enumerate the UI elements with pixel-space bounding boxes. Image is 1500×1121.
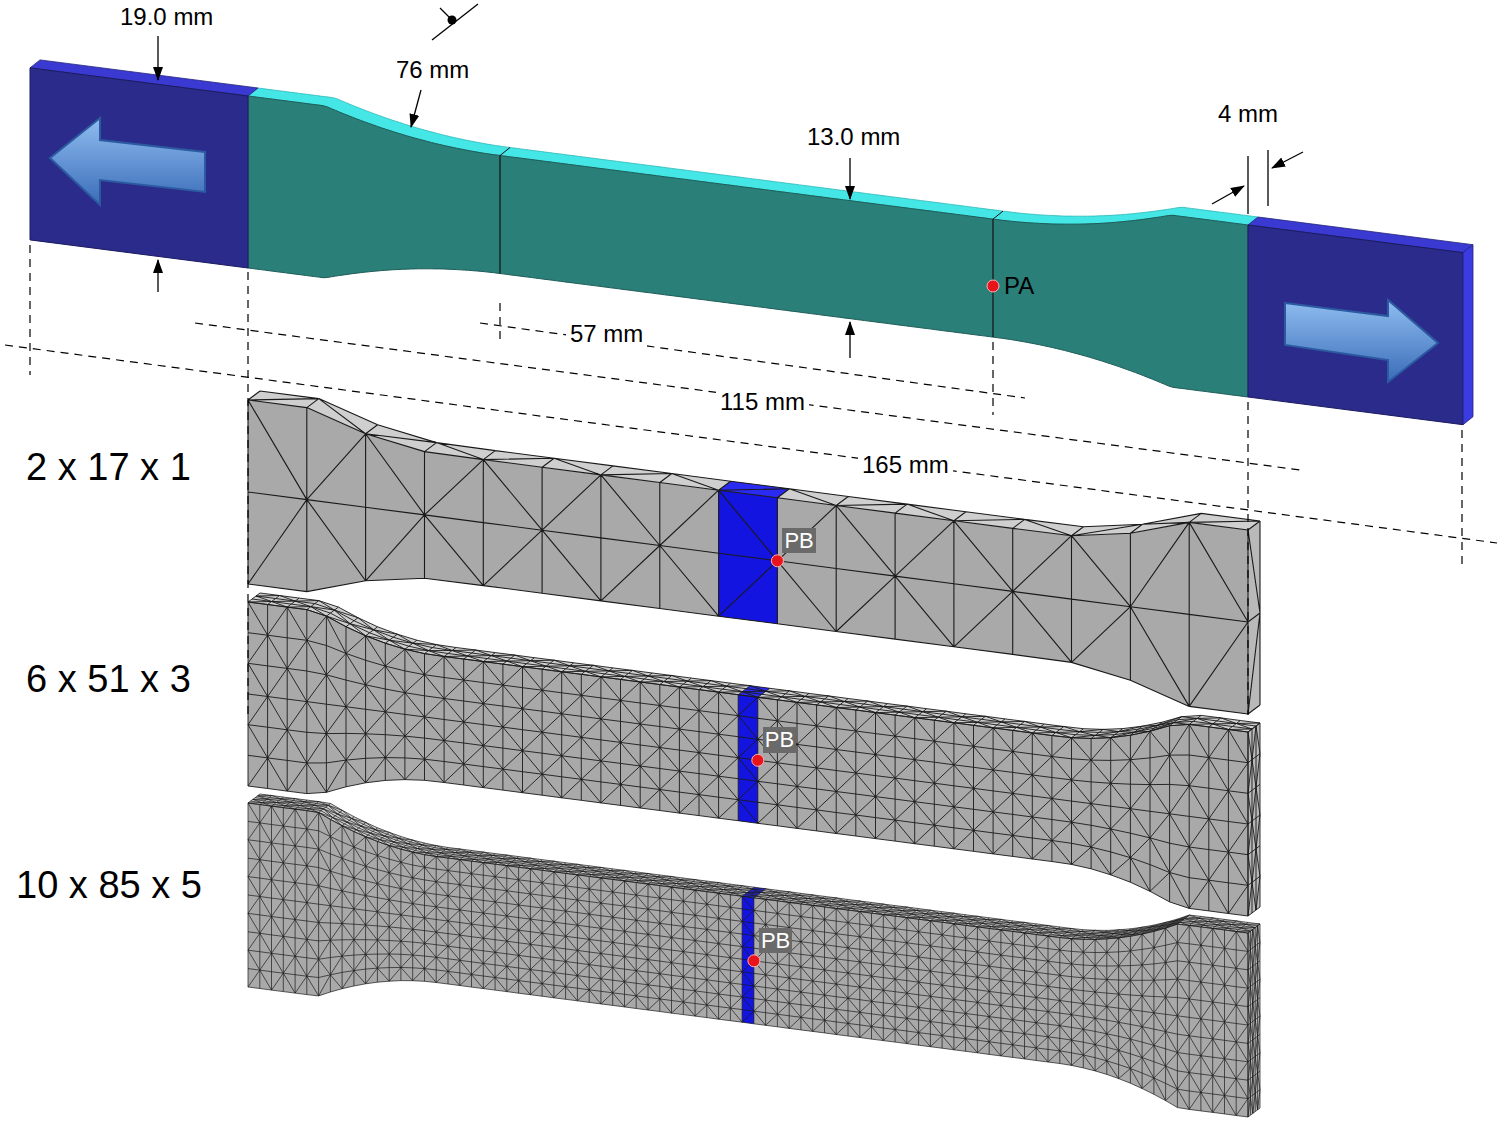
- probe-point: [752, 754, 764, 766]
- probe-points: [748, 280, 999, 967]
- extension-line: [1247, 402, 1248, 715]
- extension-line: [1267, 150, 1268, 206]
- radius-symbol: [440, 8, 452, 20]
- dimension-label: 57 mm: [566, 320, 647, 348]
- grip-front-face: [1248, 225, 1463, 425]
- mesh-lines: [248, 794, 1260, 1117]
- extension-line: [29, 245, 30, 375]
- extension-line: [1247, 156, 1248, 214]
- load-arrow: [50, 118, 205, 205]
- mesh-size-label: 6 x 51 x 3: [26, 658, 191, 702]
- section-line: [500, 148, 510, 156]
- mesh-front-face: [248, 803, 1248, 1117]
- fe-mesh: [248, 794, 1260, 1117]
- extension-line: [1461, 430, 1462, 565]
- point-label: PB: [759, 928, 792, 953]
- dimension-arrow: [849, 322, 850, 358]
- dimension-arrow: [157, 36, 158, 80]
- probe-point: [771, 555, 783, 567]
- dimension-line: [480, 323, 1025, 398]
- section-line: [993, 211, 1003, 219]
- probe-point: [987, 280, 999, 292]
- dimension-arrow: [849, 158, 850, 199]
- dimension-label: 165 mm: [858, 451, 953, 479]
- point-label: PA: [1002, 272, 1036, 300]
- probe-point: [748, 955, 760, 967]
- dimension-label: 19.0 mm: [116, 3, 217, 31]
- dimension-label: 76 mm: [392, 56, 473, 84]
- grip-side-face: [1463, 245, 1473, 425]
- dimension-arrow: [157, 260, 158, 292]
- extension-line: [247, 272, 248, 715]
- extension-line: [992, 342, 993, 415]
- section-line: [499, 156, 500, 274]
- mesh-size-label: 2 x 17 x 1: [26, 446, 191, 490]
- dimension-line: [195, 323, 1300, 470]
- dimension-label: 115 mm: [716, 388, 809, 416]
- mesh-size-label: 10 x 85 x 5: [16, 864, 202, 908]
- dimension-label: 13.0 mm: [803, 123, 904, 151]
- section-line: [992, 219, 993, 337]
- load-arrow: [1285, 300, 1438, 382]
- dimension-arrow: [1212, 186, 1244, 204]
- radius-leader: [411, 90, 421, 127]
- dimension-lines: [5, 4, 1497, 715]
- specimen-shapes: [30, 60, 1473, 1117]
- dimension-label: 4 mm: [1214, 100, 1282, 128]
- grip-front-face: [30, 68, 248, 268]
- radius-symbol: [432, 4, 478, 40]
- dimension-line: [5, 345, 1497, 543]
- extension-line: [499, 303, 500, 345]
- point-label: PB: [763, 727, 796, 752]
- point-label: PB: [782, 528, 815, 553]
- dimension-arrow: [1272, 152, 1303, 168]
- specimen-gauge-body: [248, 96, 1248, 397]
